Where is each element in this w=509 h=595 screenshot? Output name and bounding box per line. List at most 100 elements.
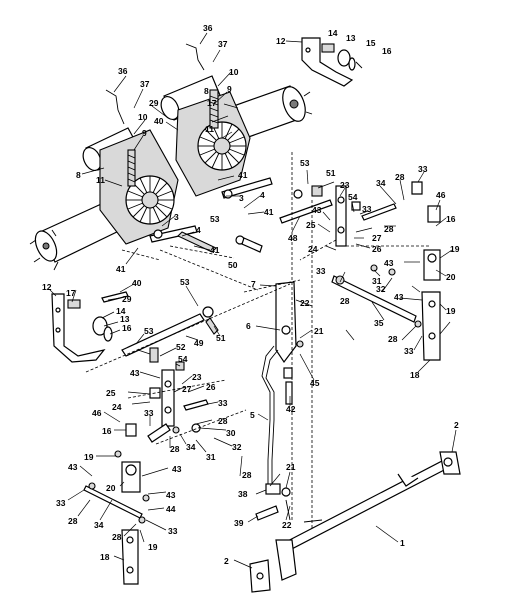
control-rod-48 [177, 189, 333, 253]
callout: 51 [326, 168, 336, 178]
callout: 8 [76, 170, 81, 180]
leader-lines [49, 32, 457, 569]
callout: 19 [446, 306, 456, 316]
callout: 22 [282, 520, 292, 530]
callout: 33 [362, 204, 372, 214]
callout: 33 [168, 526, 178, 536]
callout: 23 [192, 372, 202, 382]
callout: 43 [130, 368, 140, 378]
callout: 9 [142, 128, 147, 138]
callout: 2 [224, 556, 229, 566]
callout: 13 [346, 33, 356, 43]
callout: 40 [132, 278, 142, 288]
callout: 17 [66, 288, 76, 298]
callout: 18 [100, 552, 110, 562]
callout: 2 [454, 420, 459, 430]
callout: 11 [96, 175, 105, 185]
callout: 28 [170, 444, 180, 454]
callout: 10 [229, 67, 239, 77]
callout: 48 [288, 233, 298, 243]
upper-bracket-assembly [301, 37, 363, 87]
callout: 25 [106, 388, 116, 398]
callout: 33 [144, 408, 154, 418]
callout: 6 [246, 321, 251, 331]
callout: 8 [204, 86, 209, 96]
callout: 31 [372, 276, 382, 286]
callout: 33 [218, 398, 228, 408]
callout: 41 [210, 245, 220, 255]
callout: 19 [84, 452, 94, 462]
callout: 29 [122, 294, 132, 304]
callout: 43 [172, 464, 182, 474]
callout: 28 [340, 296, 350, 306]
callout: 43 [394, 292, 404, 302]
callout: 3 [174, 212, 179, 222]
callout: 12 [42, 282, 52, 292]
callout: 28 [388, 334, 398, 344]
callout: 14 [116, 306, 126, 316]
callout: 37 [218, 39, 228, 49]
callout: 27 [372, 233, 382, 243]
callout: 18 [410, 370, 420, 380]
callout: 36 [118, 66, 128, 76]
callout: 19 [450, 244, 460, 254]
callout: 16 [122, 323, 132, 333]
callout: 44 [166, 504, 176, 514]
callout: 39 [234, 518, 244, 528]
transmission-assembly-left [29, 89, 198, 271]
callout: 1 [400, 538, 405, 548]
callout: 38 [238, 489, 248, 499]
callout: 54 [348, 192, 358, 202]
callout: 28 [218, 416, 228, 426]
callout: 24 [112, 402, 122, 412]
callout: 20 [106, 483, 116, 493]
callout-labels: 36 37 12 14 13 15 16 36 37 10 9 8 17 11 … [42, 23, 460, 566]
callout: 28 [384, 224, 394, 234]
callout: 33 [316, 266, 326, 276]
dashed-reference-lines [85, 152, 430, 530]
callout: 32 [232, 442, 242, 452]
pump-rod-49 [121, 306, 219, 357]
callout: 34 [186, 442, 196, 452]
callout: 27 [182, 384, 192, 394]
callout: 22 [300, 298, 310, 308]
callout: 51 [216, 333, 226, 343]
callout: 5 [250, 410, 255, 420]
callout: 50 [228, 260, 238, 270]
callout: 17 [207, 98, 217, 108]
callout: 16 [446, 214, 456, 224]
callout: 15 [366, 38, 376, 48]
callout: 52 [176, 342, 186, 352]
callout: 11 [205, 124, 214, 134]
callout: 33 [404, 346, 414, 356]
callout: 3 [239, 193, 244, 203]
callout: 36 [203, 23, 213, 33]
callout: 53 [144, 326, 154, 336]
callout: 4 [196, 225, 201, 235]
callout: 4 [260, 190, 265, 200]
callout: 26 [372, 244, 382, 254]
callout: 29 [149, 98, 159, 108]
callout: 43 [166, 490, 176, 500]
callout: 20 [446, 272, 456, 282]
callout: 7 [251, 279, 256, 289]
callout: 16 [382, 46, 392, 56]
callout: 16 [102, 426, 112, 436]
callout: 21 [314, 326, 324, 336]
left-bracket-assembly [51, 291, 129, 363]
callout: 45 [310, 378, 320, 388]
callout: 28 [242, 470, 252, 480]
callout: 54 [178, 354, 188, 364]
callout: 24 [308, 244, 318, 254]
control-arm-assembly-right [311, 181, 441, 361]
callout: 41 [116, 264, 126, 274]
callout: 34 [94, 520, 104, 530]
callout: 13 [120, 314, 130, 324]
callout: 49 [194, 338, 204, 348]
callout: 35 [374, 318, 384, 328]
callout: 14 [328, 28, 338, 38]
cross-shaft-1 [249, 451, 461, 593]
callout: 34 [376, 178, 386, 188]
callout: 32 [376, 284, 386, 294]
